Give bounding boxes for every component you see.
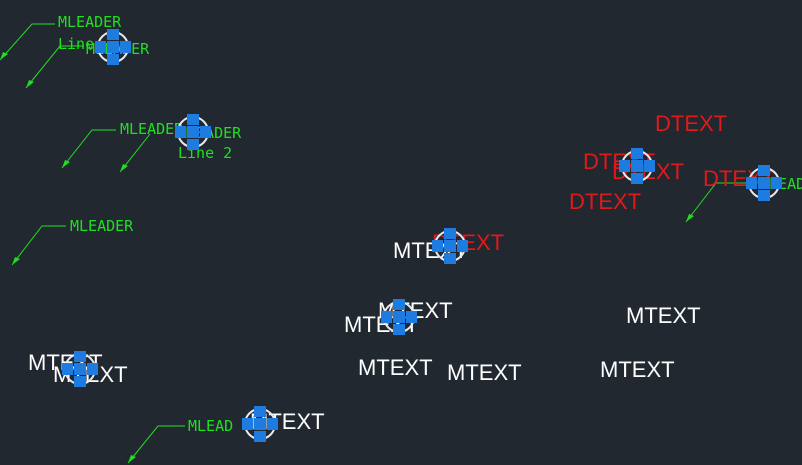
arrowhead — [686, 214, 694, 222]
grip-square — [444, 240, 456, 252]
grip-square — [267, 418, 278, 430]
grip-square — [242, 418, 253, 430]
grip-square — [187, 126, 199, 138]
grip-square — [120, 41, 131, 53]
grip-square — [74, 376, 86, 387]
mleader-label[interactable]: Line — [58, 35, 95, 53]
grip-square — [254, 418, 266, 430]
grip-square — [87, 363, 98, 375]
mleader-label[interactable]: MLEAD — [188, 417, 234, 435]
arrowhead — [26, 80, 34, 88]
grip-square — [631, 160, 643, 172]
grip-square — [393, 324, 405, 335]
grip-square — [62, 363, 73, 375]
grip-marker[interactable] — [62, 351, 98, 387]
arrowhead — [128, 455, 136, 463]
leader-line — [25, 45, 84, 89]
mleader-label[interactable]: MLEADER — [70, 217, 134, 235]
grip-square — [175, 126, 186, 138]
arrowhead — [120, 164, 128, 172]
leader-line — [127, 425, 185, 464]
grip-square — [254, 406, 266, 417]
mtext-label[interactable]: MTEXT — [626, 303, 701, 328]
grip-marker[interactable] — [432, 228, 468, 264]
grip-square — [187, 114, 199, 125]
dtext-label[interactable]: DTEXT — [703, 166, 776, 191]
arrowhead — [12, 257, 20, 265]
grip-square — [74, 363, 86, 375]
grip-marker[interactable] — [746, 165, 782, 201]
mtext-label[interactable]: MTEXT — [358, 355, 433, 380]
grip-square — [254, 431, 266, 442]
arrowhead — [0, 52, 8, 60]
grip-square — [107, 54, 119, 65]
grip-square — [107, 41, 119, 53]
mtext-label[interactable]: MTEXT — [600, 357, 675, 382]
grip-square — [406, 311, 417, 323]
grip-marker[interactable] — [242, 406, 278, 442]
grip-square — [200, 126, 211, 138]
dtext-label[interactable]: DTEXT — [569, 189, 642, 214]
grip-square — [107, 29, 119, 40]
grip-square — [95, 41, 106, 53]
grip-square — [746, 177, 757, 189]
mleader-label[interactable]: MLEADER — [120, 120, 184, 138]
grip-square — [758, 177, 770, 189]
leader-line — [0, 23, 55, 61]
grip-square — [444, 228, 456, 239]
grip-square — [771, 177, 782, 189]
grip-square — [758, 190, 770, 201]
grip-square — [758, 165, 770, 176]
leader-lines — [0, 23, 760, 464]
grip-square — [631, 173, 643, 184]
grip-square — [444, 253, 456, 264]
arrowhead — [62, 160, 70, 168]
grip-square — [393, 311, 405, 323]
mleader-label[interactable]: MLEADER — [58, 13, 122, 31]
grip-square — [187, 139, 199, 150]
grip-square — [619, 160, 630, 172]
grip-square — [457, 240, 468, 252]
grip-square — [393, 299, 405, 310]
grip-square — [432, 240, 443, 252]
mtext-label[interactable]: MTEXT — [447, 360, 522, 385]
grip-marker[interactable] — [619, 148, 655, 184]
grip-square — [381, 311, 392, 323]
grip-square — [74, 351, 86, 362]
dtext-label[interactable]: DTEXT — [655, 111, 728, 136]
leader-arrowheads — [0, 52, 694, 463]
grip-square — [644, 160, 655, 172]
leader-line — [61, 129, 116, 169]
grip-marker[interactable] — [95, 29, 131, 65]
grip-marker[interactable] — [381, 299, 417, 335]
grip-square — [631, 148, 643, 159]
leader-line — [11, 225, 66, 266]
grip-marker[interactable] — [175, 114, 211, 150]
